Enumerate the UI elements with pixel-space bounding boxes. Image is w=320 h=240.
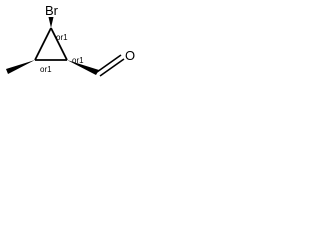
wedge-bond-aldehyde <box>67 60 99 75</box>
structure-canvas: Br O or1 or1 or1 <box>0 0 156 110</box>
ring-bond-top-left <box>34 27 52 61</box>
carbonyl-bond-2 <box>99 58 125 77</box>
stereo-label-ccho: or1 <box>72 56 84 65</box>
ring-bond-top-right <box>50 27 68 61</box>
bromine-label: Br <box>45 3 59 18</box>
stereo-label-cme: or1 <box>40 65 52 74</box>
oxygen-label: O <box>125 48 135 63</box>
carbonyl-bond-1 <box>96 54 122 73</box>
wedge-bond-methyl <box>6 60 35 74</box>
cyclopropane-structure: Br O or1 or1 or1 <box>6 3 135 77</box>
wedge-bond-bromine <box>48 17 54 28</box>
stereo-label-cbr: or1 <box>56 33 68 42</box>
